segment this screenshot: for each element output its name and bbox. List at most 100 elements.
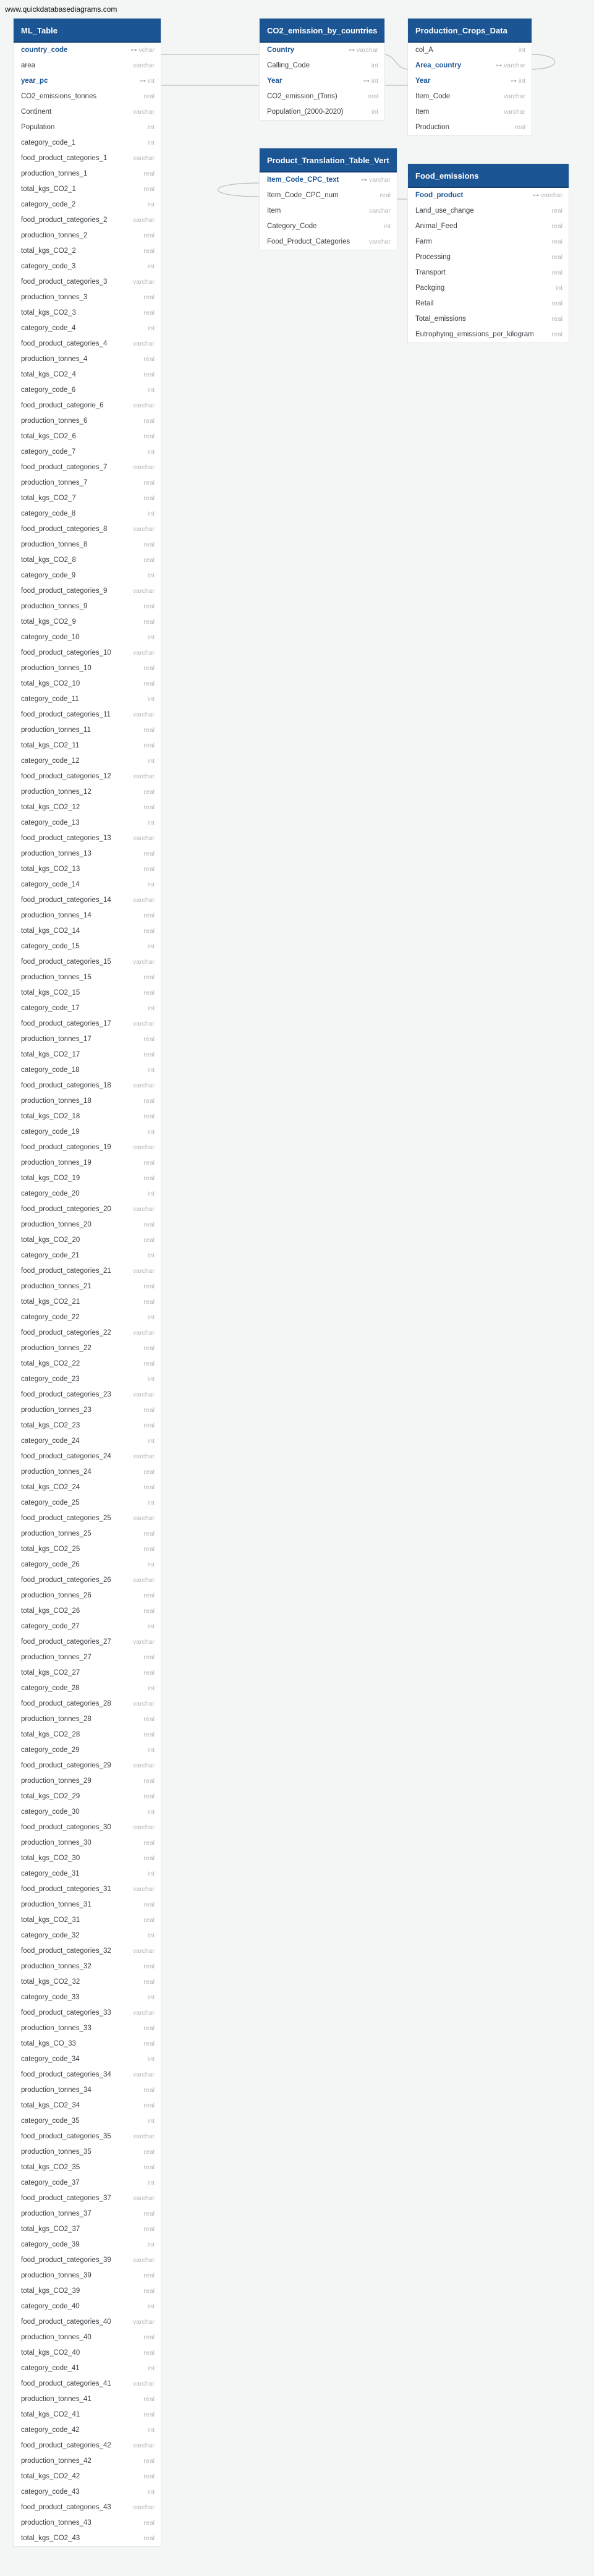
table-row[interactable]: Food_product⊶varchar [408, 188, 569, 203]
table-row[interactable]: Area_country⊶varchar [408, 58, 532, 74]
table-title[interactable]: Production_Crops_Data [408, 19, 532, 43]
table-row[interactable]: country_code⊶vchar [14, 43, 161, 58]
table-co2-emission-by-countries[interactable]: CO2_emission_by_countries Country⊶varcha… [260, 19, 384, 120]
table-row[interactable]: Year⊶int [408, 74, 532, 89]
